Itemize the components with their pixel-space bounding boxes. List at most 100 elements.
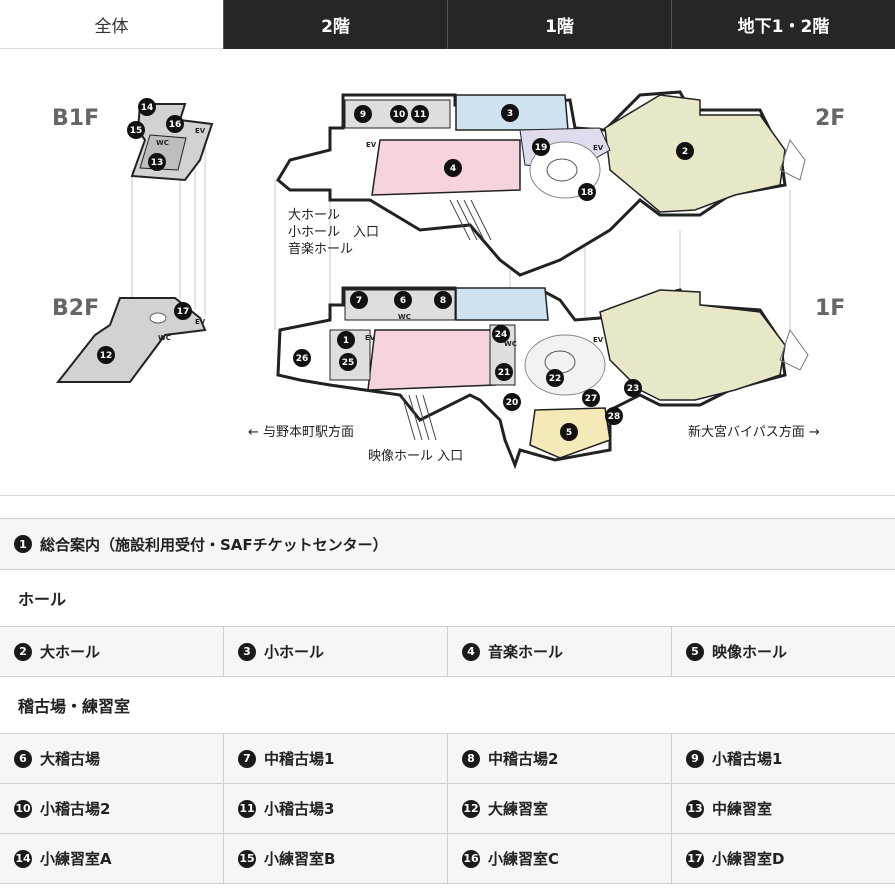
marker-6-label: 6 <box>400 296 406 306</box>
marker-18-label: 18 <box>581 188 594 198</box>
marker-9-label: 9 <box>360 110 366 120</box>
number-badge: 15 <box>238 849 256 868</box>
practice-label: 小練習室B <box>264 850 336 868</box>
marker-28[interactable] <box>605 407 623 425</box>
ev-label: EV <box>195 318 206 326</box>
practice-label: 小練習室C <box>488 850 560 868</box>
marker-4-label: 4 <box>450 164 456 174</box>
marker-3[interactable] <box>501 104 519 122</box>
marker-27-label: 27 <box>585 394 598 404</box>
marker-16-label: 16 <box>169 120 182 130</box>
practice-label: 大稽古場 <box>40 750 101 768</box>
marker-6[interactable] <box>394 291 412 309</box>
marker-1[interactable] <box>337 331 355 349</box>
entrance-label-line1: 大ホール <box>288 208 340 223</box>
direction-bypass: 新大宮バイパス方面 → <box>688 424 820 440</box>
number-badge: 7 <box>238 749 256 768</box>
marker-22-label: 22 <box>549 374 562 384</box>
marker-21[interactable] <box>495 363 513 381</box>
number-badge: 1 <box>14 535 32 553</box>
tab-1f[interactable]: 1階 <box>447 0 671 49</box>
marker-10-label: 10 <box>393 110 406 120</box>
marker-26[interactable] <box>293 349 311 367</box>
marker-12[interactable] <box>97 346 115 364</box>
tab-all[interactable]: 全体 <box>0 0 223 49</box>
marker-13[interactable] <box>148 153 166 171</box>
marker-9[interactable] <box>354 105 372 123</box>
marker-27[interactable] <box>582 389 600 407</box>
marker-16[interactable] <box>166 115 184 133</box>
hall-label: 音楽ホール <box>488 643 564 661</box>
practice-label: 小稽古場2 <box>40 800 111 818</box>
floor-tabs: 全体 2階 1階 地下1・2階 <box>0 0 895 49</box>
marker-17[interactable] <box>174 302 192 320</box>
marker-14-label: 14 <box>141 103 154 113</box>
marker-5[interactable] <box>560 423 578 441</box>
number-badge: 2 <box>14 642 32 661</box>
number-badge: 3 <box>238 642 256 661</box>
marker-20[interactable] <box>503 393 521 411</box>
marker-19-label: 19 <box>535 143 548 153</box>
practice-label: 小練習室A <box>40 850 112 868</box>
marker-22[interactable] <box>546 369 564 387</box>
number-badge: 14 <box>14 849 32 868</box>
hall-label: 映像ホール <box>712 643 788 661</box>
marker-23[interactable] <box>624 379 642 397</box>
entrance-label-line2: 小ホール 入口 <box>288 225 379 240</box>
marker-23-label: 23 <box>627 384 640 394</box>
label-b1f: B1F <box>52 106 99 131</box>
section-practice: 稽古場・練習室 <box>0 677 895 734</box>
marker-1-label: 1 <box>343 336 349 346</box>
marker-25-label: 25 <box>342 358 355 368</box>
marker-10[interactable] <box>390 105 408 123</box>
marker-18[interactable] <box>578 183 596 201</box>
marker-15-label: 15 <box>130 126 143 136</box>
marker-19[interactable] <box>532 138 550 156</box>
practice-label: 中稽古場2 <box>488 750 559 768</box>
marker-4[interactable] <box>444 159 462 177</box>
label-2f: 2F <box>815 106 845 131</box>
number-badge: 9 <box>686 749 704 768</box>
entrance-label-line3: 音楽ホール <box>288 241 353 257</box>
practice-item[interactable]: 15 小練習室B <box>223 834 447 883</box>
ev-label: EV <box>593 336 604 344</box>
info-row[interactable]: 1 総合案内（施設利用受付・SAFチケットセンター） <box>0 519 895 570</box>
ev-label: EV <box>195 127 206 135</box>
ev-label: EV <box>365 334 376 342</box>
number-badge: 11 <box>238 799 256 818</box>
marker-25[interactable] <box>339 353 357 371</box>
number-badge: 8 <box>462 749 480 768</box>
practice-item[interactable]: 8 中稽古場2 <box>447 734 671 783</box>
floor-map-drawing: B1F B2F 2F 1F 大ホール 小ホール 入口 音楽ホール ← 与野本町駅… <box>52 90 845 470</box>
tab-basement[interactable]: 地下1・2階 <box>671 0 895 49</box>
tab-2f[interactable]: 2階 <box>223 0 447 49</box>
practice-label: 小稽古場1 <box>712 750 783 768</box>
marker-7[interactable] <box>350 291 368 309</box>
practice-item[interactable]: 9 小稽古場1 <box>671 734 895 783</box>
marker-8[interactable] <box>434 291 452 309</box>
label-b2f: B2F <box>52 296 99 321</box>
marker-8-label: 8 <box>440 296 446 306</box>
wc-label: WC <box>504 340 517 348</box>
marker-2[interactable] <box>676 142 694 160</box>
marker-12-label: 12 <box>100 351 113 361</box>
marker-15[interactable] <box>127 121 145 139</box>
marker-11[interactable] <box>411 105 429 123</box>
practice-item[interactable]: 14 小練習室A <box>0 834 223 883</box>
marker-24[interactable] <box>492 325 510 343</box>
marker-14[interactable] <box>138 98 156 116</box>
